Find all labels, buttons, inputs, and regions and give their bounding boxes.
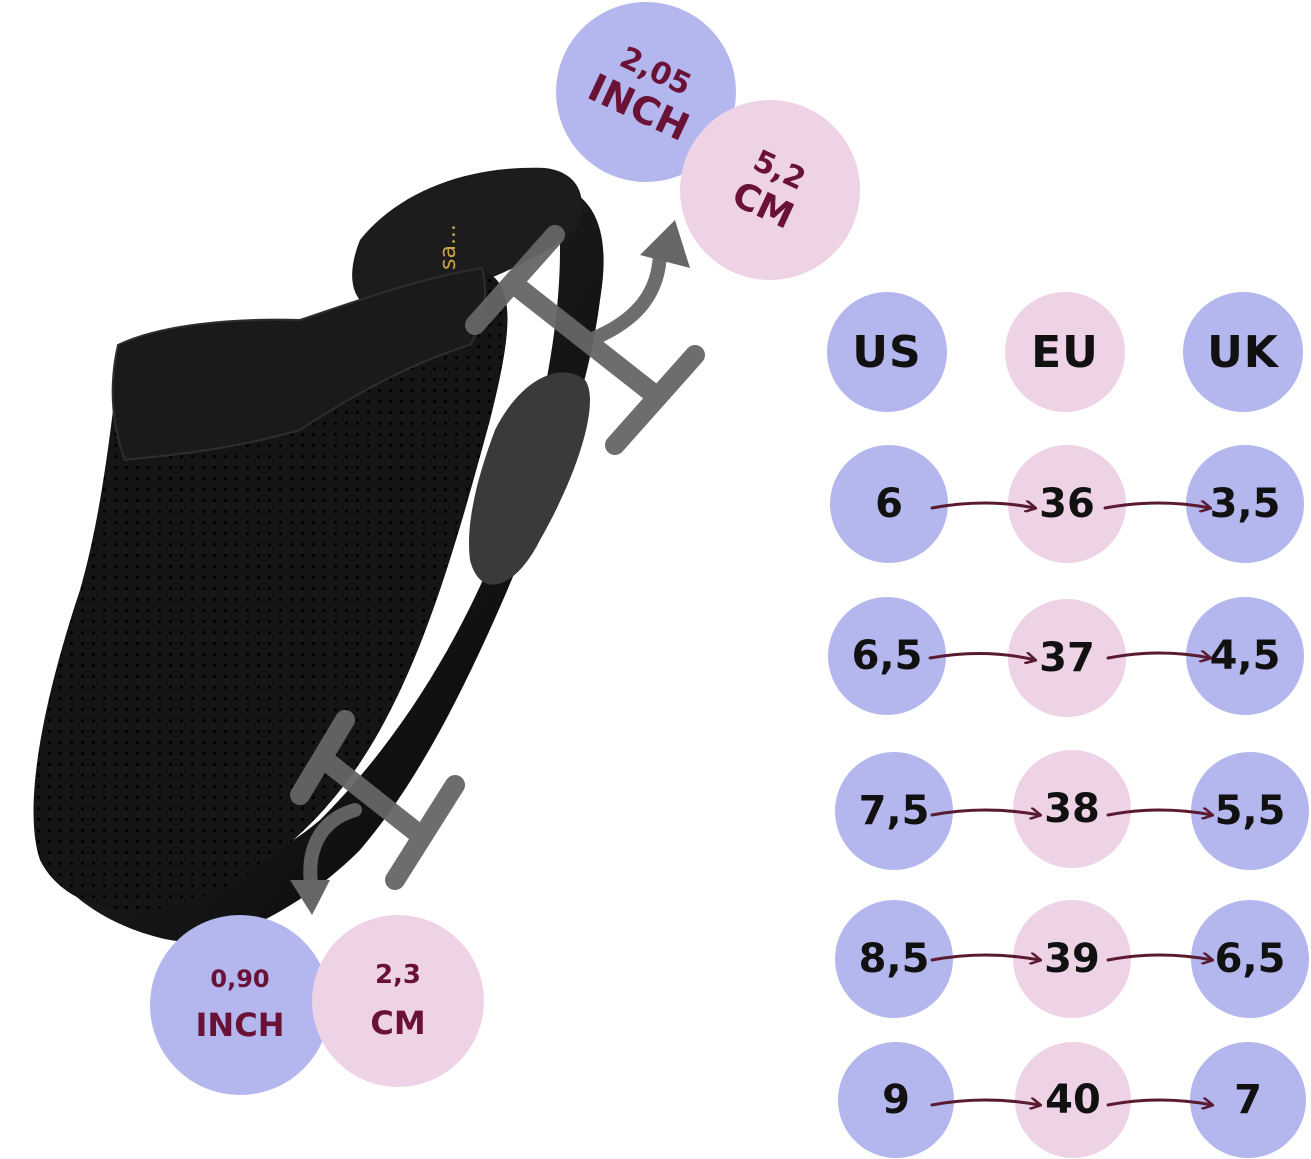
size-us-row-5: 9 (838, 1042, 954, 1158)
heel-arrow-head (640, 220, 690, 268)
heel-height-marker (465, 225, 705, 455)
platform-height-marker (290, 710, 465, 897)
platform-inch-unit: INCH (195, 1006, 285, 1045)
size-eu-row-5: 40 (1015, 1042, 1131, 1158)
size-us-row-4: 8,5 (835, 900, 953, 1018)
platform-inch-badge: 0,90 INCH (150, 915, 330, 1095)
brand-imprint: sa... (436, 224, 461, 270)
size-us-row-1: 6 (830, 445, 948, 563)
platform-arrow-head (290, 880, 330, 915)
header-us: US (827, 292, 947, 412)
size-eu-row-4: 39 (1013, 900, 1131, 1018)
size-uk-row-3: 5,5 (1191, 752, 1309, 870)
clog-side-vent (469, 372, 590, 585)
heel-cm-badge: 5,2 CM (680, 100, 860, 280)
clog-footbed (352, 167, 582, 312)
size-eu-row-2: 37 (1008, 599, 1126, 717)
size-eu-row-3: 38 (1013, 750, 1131, 868)
platform-cm-value: 2,3 (374, 959, 422, 990)
size-us-row-3: 7,5 (835, 752, 953, 870)
size-uk-row-1: 3,5 (1186, 445, 1304, 563)
size-us-row-2: 6,5 (828, 597, 946, 715)
platform-inch-value: 0,90 (210, 964, 270, 993)
platform-cm-badge: 2,3 CM (312, 915, 484, 1087)
size-uk-row-5: 7 (1190, 1042, 1306, 1158)
header-uk: UK (1183, 292, 1303, 412)
size-uk-row-4: 6,5 (1191, 900, 1309, 1018)
size-eu-row-1: 36 (1008, 445, 1126, 563)
header-eu: EU (1005, 292, 1125, 412)
size-uk-row-2: 4,5 (1186, 597, 1304, 715)
platform-cm-unit: CM (370, 1003, 426, 1042)
clog-collar (111, 266, 486, 462)
